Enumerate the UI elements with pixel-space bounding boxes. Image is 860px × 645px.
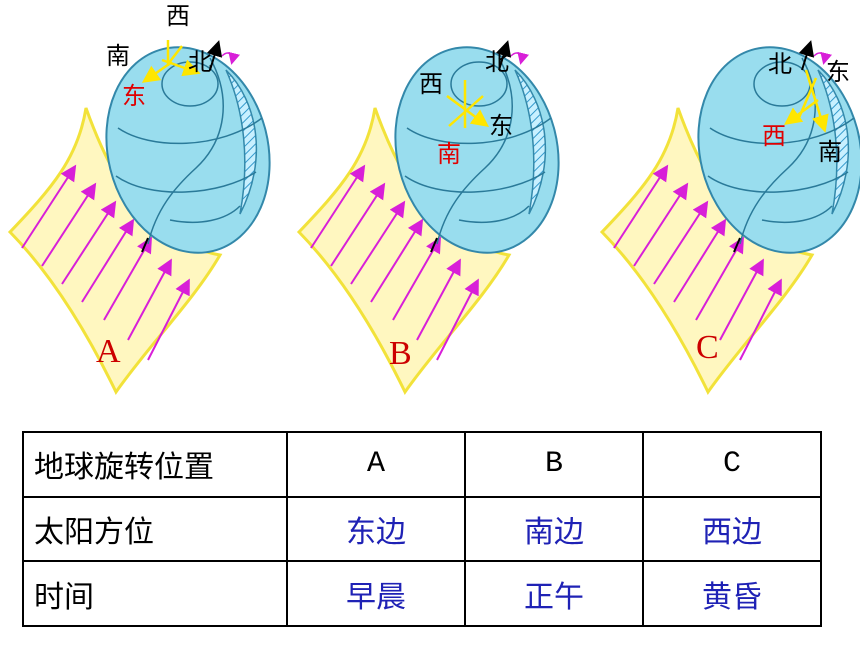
- row-label: 太阳方位: [22, 495, 288, 563]
- dir-label-right: 东: [826, 58, 850, 86]
- direction-cross: [141, 40, 201, 83]
- axis-pointer: [798, 40, 815, 71]
- table-row-time: 时间 早晨 正午 黄昏: [22, 560, 822, 627]
- sun-direction-label: 西: [762, 122, 786, 150]
- table-cell: 黄昏: [642, 560, 822, 627]
- diagram-a: 西 南 北 东 A: [10, 2, 291, 392]
- direction-cross: [783, 69, 829, 133]
- dir-label-top: 北: [485, 48, 509, 76]
- table-cell: 南边: [464, 495, 644, 563]
- diagram-c: 北 东 南 西 C: [602, 30, 860, 392]
- diagram-label: A: [96, 333, 121, 370]
- diagram-label: B: [389, 335, 412, 372]
- diagram-b: 北 西 东 南 B: [299, 30, 580, 392]
- dir-label-lower: 南: [818, 138, 842, 166]
- dir-label-top: 北: [768, 50, 792, 78]
- table-row-sun-direction: 太阳方位 东边 南边 西边: [22, 495, 822, 563]
- diagram-stage: 西 南 北 东 A 北 西 东 南 B 北 东 南 西 C: [0, 2, 860, 415]
- dir-label-right: 北: [188, 48, 212, 76]
- header-cell-c: C: [642, 431, 822, 498]
- dir-label-left: 西: [419, 70, 443, 98]
- sun-direction-label: 南: [437, 140, 461, 168]
- dir-label-right: 东: [489, 112, 513, 140]
- diagram-label: C: [696, 329, 719, 366]
- dir-label-top: 西: [166, 2, 190, 30]
- header-cell-position: 地球旋转位置: [22, 431, 288, 498]
- sun-direction-label: 东: [122, 82, 146, 110]
- summary-table: 地球旋转位置 A B C 太阳方位 东边 南边 西边 时间 早晨 正午 黄昏: [22, 431, 822, 627]
- axis-pointer: [206, 40, 223, 71]
- table-cell: 早晨: [286, 560, 466, 627]
- direction-cross: [446, 80, 490, 128]
- table-cell: 正午: [464, 560, 644, 627]
- row-label: 时间: [22, 560, 288, 627]
- header-cell-a: A: [286, 431, 466, 498]
- header-cell-b: B: [464, 431, 644, 498]
- table-cell: 西边: [642, 495, 822, 563]
- table-header-row: 地球旋转位置 A B C: [22, 431, 822, 498]
- dir-label-left: 南: [106, 42, 130, 70]
- axis-pointer: [495, 40, 512, 71]
- table-cell: 东边: [286, 495, 466, 563]
